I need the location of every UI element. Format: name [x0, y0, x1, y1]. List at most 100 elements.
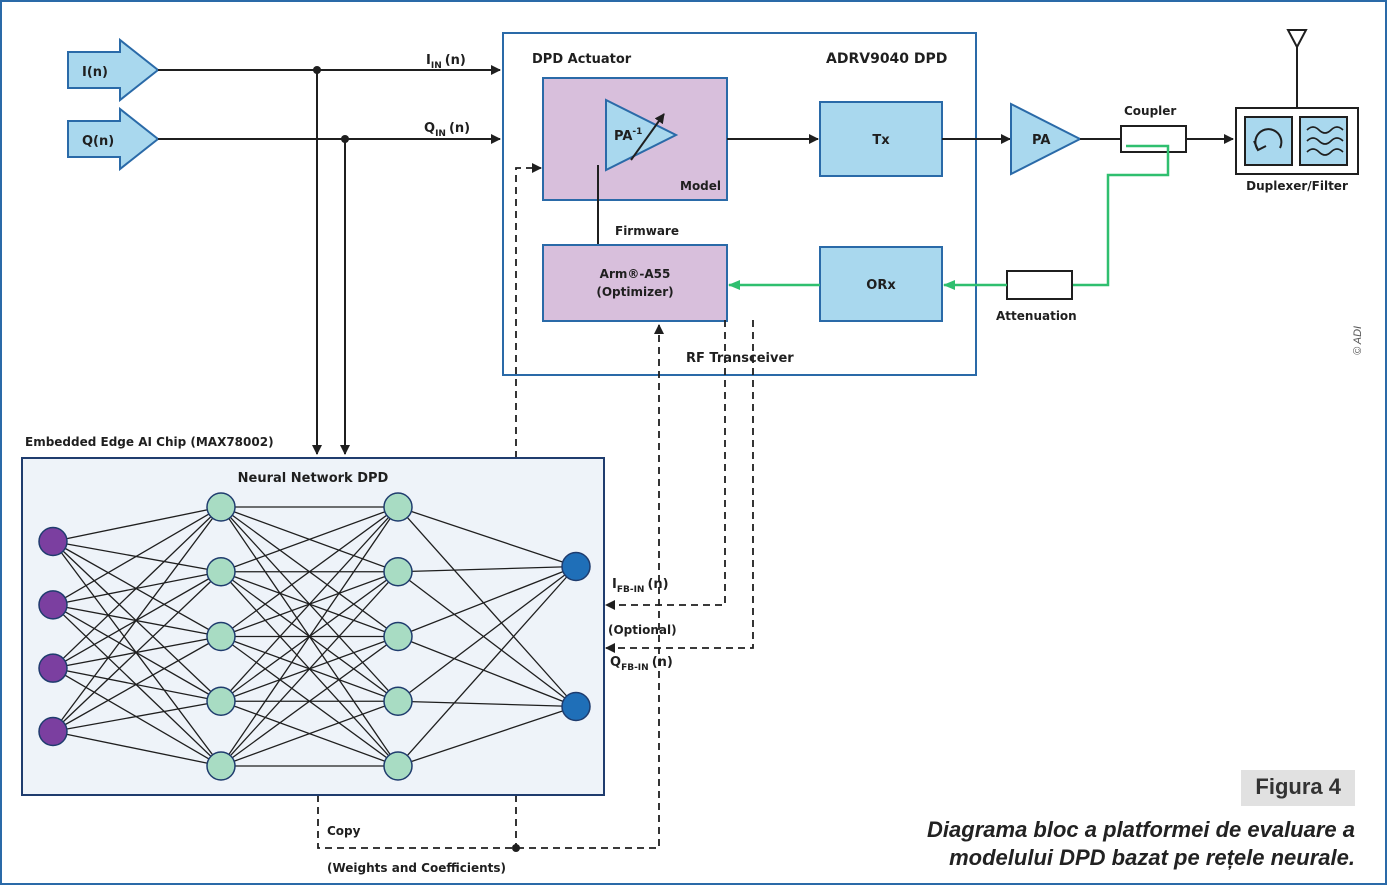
- nn-edge: [220, 506, 399, 638]
- nn-edge: [52, 540, 222, 638]
- copyright-note: © ADI: [1352, 325, 1364, 355]
- optional-label: (Optional): [608, 623, 677, 637]
- nn-edge: [52, 604, 222, 767]
- orx-label: ORx: [866, 278, 896, 293]
- nn-node-layer-4: [561, 551, 591, 582]
- chip-title: ADRV9040 DPD: [826, 51, 947, 67]
- model-label: Model: [680, 179, 721, 193]
- feedback-path-coupler: [1072, 144, 1170, 287]
- circulator-arrowhead: [1253, 140, 1267, 152]
- nn-edge: [397, 571, 577, 708]
- attenuation-label: Attenuation: [996, 309, 1077, 323]
- nn-node-layer-2: [206, 557, 236, 587]
- nn-edge: [52, 700, 222, 733]
- nn-node-layer-1: [38, 590, 68, 620]
- nn-node-layer-2: [206, 621, 236, 652]
- duplexer-label: Duplexer/Filter: [1246, 179, 1348, 193]
- nn-edge: [397, 565, 577, 573]
- tx-block: [819, 101, 943, 177]
- pa-label: PA: [1032, 133, 1050, 148]
- rf-transceiver-label: RF Transceiver: [686, 351, 794, 366]
- nn-title: Neural Network DPD: [238, 471, 389, 486]
- nn-edge: [397, 506, 577, 568]
- i-fb-in-label: IFB-IN(n): [612, 577, 669, 595]
- figure-number: Figura 4: [1241, 770, 1355, 806]
- nn-edge: [397, 566, 577, 767]
- nn-edge: [52, 506, 222, 732]
- nn-edge: [52, 730, 222, 767]
- nn-edge: [52, 541, 222, 702]
- duplexer-filter: Duplexer/Filter: [1235, 107, 1359, 193]
- nn-node-layer-2: [206, 751, 236, 781]
- dashed-links: [317, 163, 754, 849]
- nn-node-layer-3: [383, 557, 413, 587]
- nn-edge: [52, 506, 222, 543]
- nn-edge: [397, 506, 577, 707]
- pa-inverse-amplifier: PA-1: [605, 98, 679, 172]
- nn-edge: [220, 506, 399, 573]
- nn-edge: [397, 635, 577, 708]
- nn-node-layer-3: [383, 492, 413, 522]
- attenuator-block: [1006, 270, 1073, 300]
- nn-node-layer-1: [38, 526, 68, 557]
- nn-edge: [220, 635, 399, 767]
- optimizer-line1: Arm®-A55: [600, 267, 671, 281]
- nn-edge: [52, 604, 222, 702]
- neural-network-panel: [21, 457, 605, 796]
- nn-edge: [52, 635, 222, 733]
- tx-label: Tx: [872, 133, 890, 148]
- antenna-icon: [1286, 29, 1308, 108]
- dpd-actuator-title: DPD Actuator: [532, 52, 632, 67]
- i-in-label: IIN(n): [426, 53, 466, 71]
- nn-edge: [397, 565, 577, 702]
- nn-edge: [52, 506, 222, 606]
- coupler-block: [1120, 125, 1187, 153]
- caption-line-1: Diagrama bloc a platformei de evaluare a: [927, 817, 1355, 842]
- q-in-label: QIN(n): [424, 121, 470, 139]
- nn-node-layer-3: [383, 751, 413, 781]
- nn-node-layer-4: [561, 691, 591, 722]
- nn-node-layer-1: [38, 653, 68, 683]
- q-junction-dot: [341, 135, 349, 143]
- q-input-arrow: Q(n): [67, 106, 160, 172]
- nn-nodes: [38, 492, 591, 781]
- nn-edge: [52, 571, 222, 732]
- nn-node-layer-2: [206, 686, 236, 716]
- circulator-icon: [1244, 116, 1293, 166]
- nn-edge: [220, 506, 399, 702]
- weights-label: (Weights and Coefficients): [327, 861, 506, 875]
- nn-node-layer-3: [383, 686, 413, 716]
- i-input-arrow: I(n): [67, 37, 160, 103]
- nn-node-layer-2: [206, 492, 236, 522]
- nn-edge: [397, 700, 577, 708]
- nn-node-layer-1: [38, 716, 68, 747]
- nn-edge: [52, 667, 222, 767]
- nn-edge: [52, 506, 222, 669]
- edge-ai-chip-label: Embedded Edge AI Chip (MAX78002): [25, 435, 274, 449]
- figure-caption: Figura 4 Diagrama bloc a platformei de e…: [927, 770, 1355, 872]
- q-fb-in-label: QFB-IN(n): [610, 655, 673, 673]
- i-input-label: I(n): [82, 65, 108, 80]
- copy-junction-dot: [512, 844, 520, 852]
- optimizer-block: [542, 244, 728, 322]
- filter-waves: [1306, 126, 1344, 156]
- nn-edge: [220, 571, 399, 767]
- q-input-label: Q(n): [82, 134, 114, 149]
- caption-line-2: modelului DPD bazat pe rețele neurale.: [949, 845, 1355, 870]
- optimizer-line2: (Optimizer): [596, 285, 673, 299]
- pa-inverse-label: PA-1: [614, 127, 642, 144]
- nn-edge: [220, 506, 399, 767]
- nn-edges: [52, 506, 577, 767]
- input-wires: [158, 65, 501, 455]
- copy-label: Copy: [327, 824, 361, 838]
- pa-amplifier: PA: [1010, 102, 1083, 176]
- firmware-label: Firmware: [615, 224, 679, 238]
- nn-node-layer-3: [383, 621, 413, 652]
- nn-edge: [397, 705, 577, 767]
- nn-edge: [220, 700, 399, 767]
- figure-description: Diagrama bloc a platformei de evaluare a…: [927, 816, 1355, 872]
- coupler-label: Coupler: [1124, 104, 1176, 118]
- nn-edge: [397, 565, 577, 638]
- i-junction-dot: [313, 66, 321, 74]
